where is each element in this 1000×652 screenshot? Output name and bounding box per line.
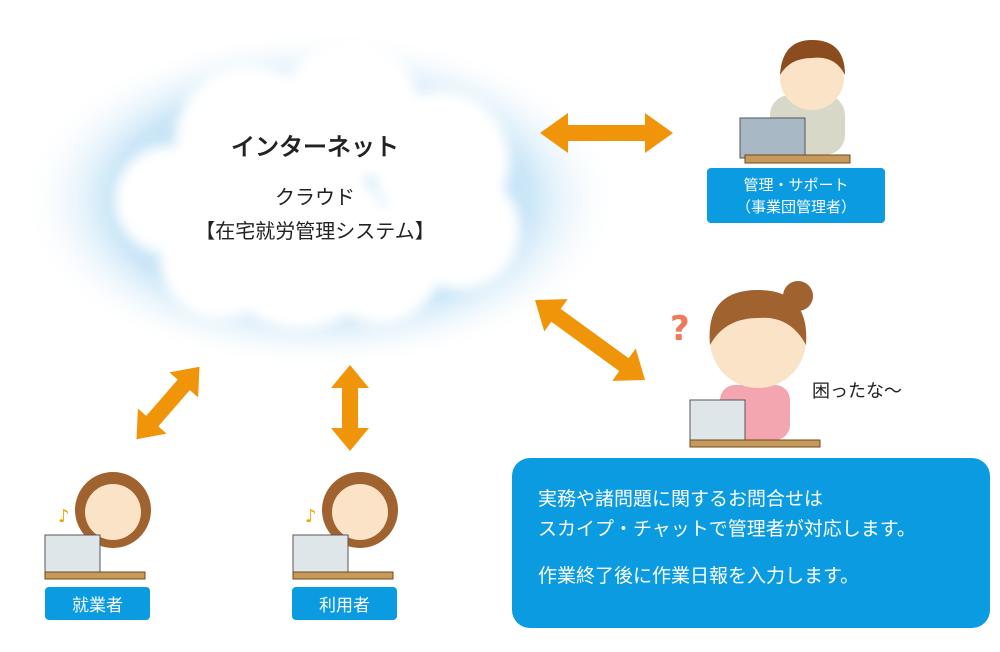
arrow-cloud-worker2 bbox=[331, 365, 369, 451]
helpdesk-person-icon bbox=[689, 281, 821, 448]
arrows bbox=[136, 113, 673, 451]
worker1-label: 就業者 bbox=[45, 587, 150, 620]
cloud-system-name: 【在宅就労管理システム】 bbox=[195, 219, 435, 243]
speech-text: 困ったな〜 bbox=[812, 381, 902, 402]
cloud-title: インターネット bbox=[231, 133, 399, 161]
cloud-subtitle: クラウド 【在宅就労管理システム】 bbox=[170, 180, 460, 248]
svg-text:♪: ♪ bbox=[305, 506, 317, 527]
arrow-cloud-helpdesk bbox=[534, 299, 646, 381]
arrow-cloud-worker1 bbox=[136, 366, 200, 440]
info-line1: 実務や諸問題に関するお問合せは bbox=[538, 488, 824, 510]
worker2-person-icon: ♪ bbox=[292, 472, 398, 580]
cloud-subtitle-line: クラウド bbox=[275, 185, 355, 209]
info-box: 実務や諸問題に関するお問合せは スカイプ・チャットで管理者が対応します。 作業終… bbox=[512, 458, 990, 628]
worker2-label: 利用者 bbox=[292, 587, 397, 620]
info-line3: 作業終了後に作業日報を入力します。 bbox=[538, 565, 860, 587]
admin-person-icon bbox=[739, 40, 851, 164]
worker1-person-icon: ♪ bbox=[44, 472, 151, 580]
question-mark-icon: ? bbox=[670, 309, 690, 349]
info-line2: スカイプ・チャットで管理者が対応します。 bbox=[538, 518, 916, 540]
admin-label: 管理・サポート （事業団管理者） bbox=[707, 168, 885, 223]
svg-text:♪: ♪ bbox=[58, 506, 70, 527]
cloud-icon bbox=[20, 30, 620, 370]
arrow-cloud-admin bbox=[540, 113, 673, 153]
admin-label-line2: （事業団管理者） bbox=[735, 197, 856, 216]
admin-label-line1: 管理・サポート bbox=[743, 175, 849, 194]
